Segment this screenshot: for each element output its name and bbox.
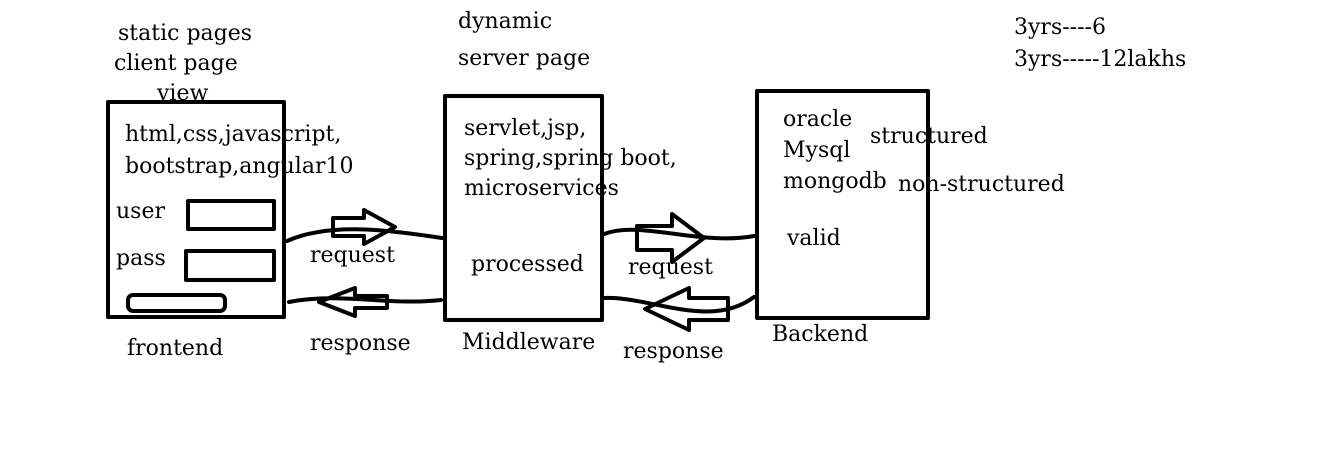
frontend-heading-line-2: client page bbox=[114, 51, 238, 76]
backend-db-oracle: oracle bbox=[783, 107, 853, 132]
request-arrow-2 bbox=[635, 212, 706, 264]
user-field-box bbox=[186, 199, 276, 231]
note-line-1: 3yrs----6 bbox=[1014, 15, 1106, 40]
request-line-1 bbox=[285, 227, 444, 243]
middleware-heading-line-1: dynamic bbox=[458, 9, 553, 34]
note-line-2: 3yrs-----12lakhs bbox=[1014, 47, 1187, 72]
structured-label: structured bbox=[870, 124, 988, 149]
frontend-heading-line-1: static pages bbox=[118, 21, 253, 46]
response-line-2 bbox=[602, 295, 756, 314]
response-label-1: response bbox=[310, 331, 411, 356]
middleware-tech-line-2: spring,spring boot, bbox=[464, 146, 677, 171]
backend-db-mysql: Mysql bbox=[783, 138, 851, 163]
middleware-box bbox=[443, 94, 604, 322]
request-arrow-1 bbox=[331, 208, 397, 246]
frontend-caption: frontend bbox=[127, 336, 224, 361]
backend-status: valid bbox=[787, 226, 841, 251]
pass-label: pass bbox=[116, 246, 166, 271]
pass-field-box bbox=[184, 249, 276, 282]
user-label: user bbox=[116, 199, 165, 224]
non-structured-label: non-structured bbox=[898, 172, 1065, 197]
backend-db-mongodb: mongodb bbox=[783, 169, 887, 194]
request-label-2: request bbox=[628, 255, 713, 280]
request-label-1: request bbox=[310, 243, 395, 268]
backend-box bbox=[755, 89, 930, 320]
frontend-tech-line-2: bootstrap,angular10 bbox=[125, 154, 354, 179]
middleware-tech-line-1: servlet,jsp, bbox=[464, 116, 587, 141]
middleware-status: processed bbox=[471, 252, 584, 277]
request-line-2 bbox=[602, 227, 756, 241]
response-line-1 bbox=[287, 296, 443, 304]
backend-caption: Backend bbox=[772, 322, 869, 347]
response-arrow-2 bbox=[643, 286, 730, 332]
frontend-heading-line-3: view bbox=[157, 81, 209, 106]
login-button-shape bbox=[126, 293, 227, 313]
response-label-2: response bbox=[623, 339, 724, 364]
middleware-tech-line-3: microservices bbox=[464, 176, 619, 201]
frontend-box bbox=[106, 100, 286, 319]
middleware-heading-line-2: server page bbox=[458, 46, 591, 71]
middleware-caption: Middleware bbox=[462, 330, 596, 355]
frontend-tech-line-1: html,css,javascript, bbox=[125, 122, 342, 147]
response-arrow-1 bbox=[317, 286, 389, 318]
